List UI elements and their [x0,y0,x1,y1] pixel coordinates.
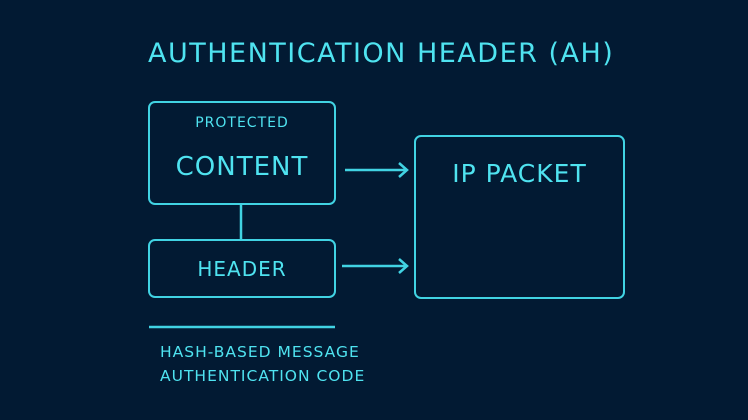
ip-packet-box: IP PACKET [414,135,625,299]
diagram-title: AUTHENTICATION HEADER (AH) [148,38,615,69]
caption-line-2: AUTHENTICATION CODE [160,367,366,385]
arrow-header-to-packet [342,258,409,274]
arrow-content-to-packet [345,162,409,178]
protected-label: PROTECTED [195,115,289,131]
header-label: HEADER [197,257,287,281]
content-label: CONTENT [175,152,309,182]
ip-packet-label: IP PACKET [452,159,587,188]
header-box: HEADER [148,239,336,298]
caption-line-1: HASH-BASED MESSAGE [160,343,360,361]
protected-content-box: PROTECTED CONTENT [148,101,336,205]
